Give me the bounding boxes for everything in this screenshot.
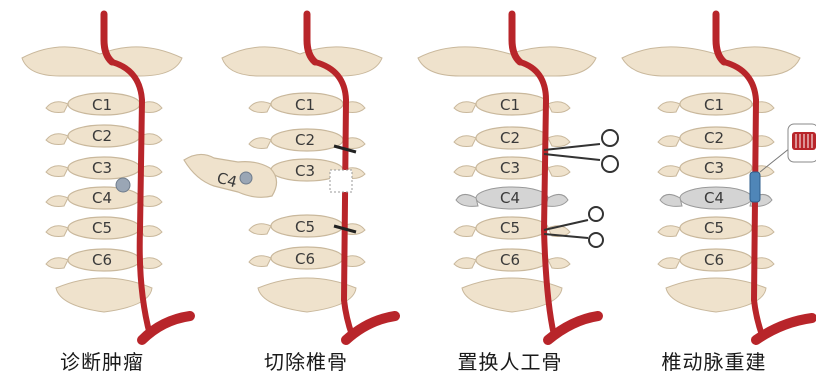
label-c3: C3 [500, 159, 520, 177]
surgical-clamp-lower [544, 207, 603, 247]
tumor-marker [116, 178, 130, 192]
resection-gap [330, 170, 352, 192]
label-c6: C6 [295, 250, 315, 268]
label-c4: C4 [704, 189, 724, 207]
tumor-marker [240, 172, 252, 184]
label-c5: C5 [92, 219, 112, 237]
label-c2: C2 [500, 129, 520, 147]
label-c6: C6 [500, 251, 520, 269]
label-c1: C1 [704, 96, 724, 114]
label-c1: C1 [500, 96, 520, 114]
panel-implant: C1 C2 C3 C4 C5 C6 [418, 14, 618, 340]
spine-illustration [622, 47, 800, 312]
label-c2: C2 [295, 131, 315, 149]
caption-replace-artificial-bone: 置换人工骨 [408, 346, 612, 375]
spine-illustration [418, 47, 596, 312]
caption-resect-vertebra: 切除椎骨 [204, 346, 408, 375]
label-c6: C6 [704, 251, 724, 269]
label-c2: C2 [92, 127, 112, 145]
label-c1: C1 [295, 96, 315, 114]
panel-resect: C1 C2 C3 C4 C5 C6 [184, 14, 395, 340]
label-c3: C3 [92, 159, 112, 177]
caption-diagnose-tumor: 诊断肿瘤 [0, 346, 204, 375]
label-c3: C3 [704, 159, 724, 177]
vascular-graft [750, 172, 760, 202]
caption-reconstruct-artery: 椎动脉重建 [612, 346, 816, 375]
label-c5: C5 [704, 219, 724, 237]
label-c4: C4 [92, 189, 112, 207]
label-c3: C3 [295, 162, 315, 180]
label-c2: C2 [704, 129, 724, 147]
label-c4: C4 [500, 189, 520, 207]
panel-reconstruct: C1 C2 C3 C4 C5 C6 [622, 14, 816, 340]
panel-diagnose: C1 C2 C3 C4 C5 C6 [22, 14, 190, 340]
graft-detail-callout [760, 124, 816, 172]
label-c5: C5 [500, 219, 520, 237]
label-c6: C6 [92, 251, 112, 269]
label-c1: C1 [92, 96, 112, 114]
label-c5: C5 [295, 218, 315, 236]
spine-illustration [22, 47, 182, 312]
